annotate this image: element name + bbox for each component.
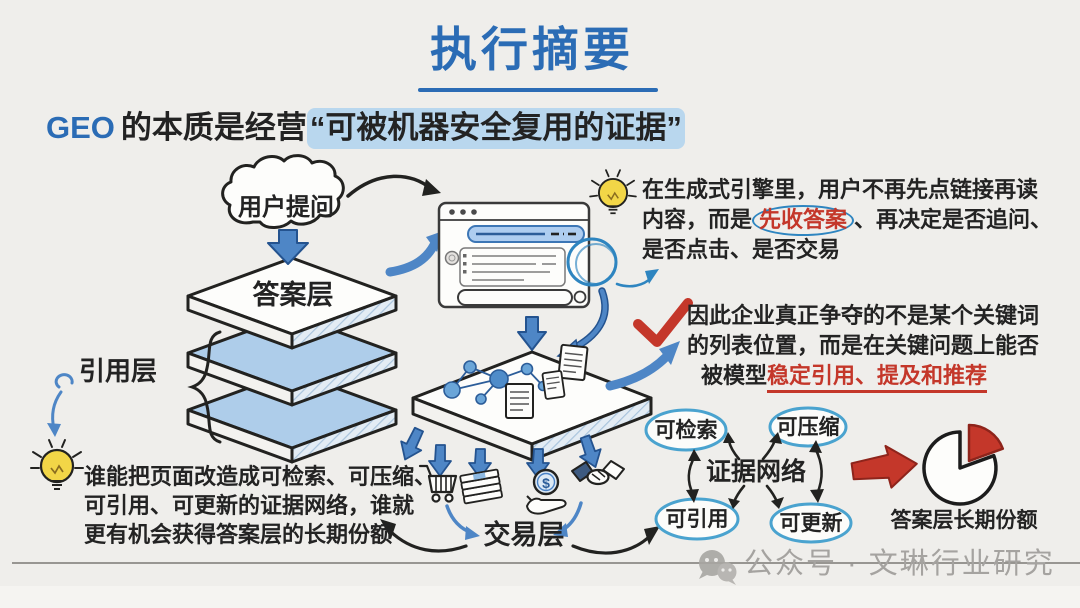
input-pill [457, 289, 573, 306]
rebuild-insight: 谁能把页面改造成可检索、可压缩、 可引用、可更新的证据网络，谁就 更有机会获得答… [84, 462, 436, 549]
converge-arrow-left [445, 504, 480, 540]
rebuild-insight-line-2: 可引用、可更新的证据网络，谁就 [84, 493, 415, 518]
first-answer-emphasis: 先收答案 [752, 205, 855, 236]
banknotes-icon [459, 468, 503, 505]
user-question-cloud [221, 154, 345, 229]
evidence-platform [411, 350, 653, 462]
red-arrow [850, 444, 918, 489]
emphasis-circle [566, 237, 618, 287]
engine-insight-line-1: 在生成式引擎里，用户不再先点链接再读 [642, 177, 1039, 202]
answer-to-browser-arrow [385, 231, 443, 277]
bubble-compressible [768, 406, 848, 448]
evidence-bubbles [644, 406, 853, 544]
transaction-to-citable-arrow [571, 526, 660, 555]
network-arrows [686, 432, 824, 509]
pie-label: 答案层长期份额 [890, 509, 1038, 532]
rebuild-insight-line-3: 更有机会获得答案层的长期份额 [84, 522, 393, 547]
cloud-label: 用户提问 [238, 194, 334, 221]
bubble-updatable-label: 可更新 [779, 512, 843, 535]
red-slice [967, 423, 1005, 463]
compete-insight-line-3: 被模型稳定引用、提及和推荐 [701, 361, 1039, 393]
stable-citation-emphasis: 稳定引用、提及和推荐 [767, 363, 988, 393]
engine-insight: 在生成式引擎里，用户不再先点链接再读 内容，而是先收答案、再决定是否追问、 是否… [642, 175, 1052, 265]
cloud-to-browser-arrow [346, 174, 441, 198]
checkmark-icon [633, 298, 693, 347]
bubble-citable [654, 497, 740, 541]
page-title: 执行摘要 [430, 23, 634, 76]
bubble-citable-label: 可引用 [665, 508, 729, 531]
bubble-compressible-label: 可压缩 [776, 416, 840, 439]
lightbulb-icon-left [30, 439, 84, 490]
title-underline [418, 88, 658, 92]
subtitle-geo: GEO [46, 110, 115, 145]
shopping-cart-icon [418, 464, 458, 503]
evidence-network-label: 证据网络 [706, 458, 807, 486]
bubble-updatable [769, 502, 853, 544]
avatar [444, 250, 460, 266]
answer-layer-slab [186, 256, 398, 350]
compete-insight: 因此企业真正争夺的不是某个关键词 的列表位置，而是在关键问题上能否 被模型稳定引… [687, 301, 1040, 393]
compete-pointer-arrow [605, 341, 680, 391]
browser-window [437, 201, 591, 309]
handshake-icon [571, 460, 625, 486]
circle-out-arrow [615, 269, 659, 288]
transaction-layer-label: 交易层 [483, 520, 565, 550]
citation-layer-label: 引用层 [79, 356, 158, 386]
engine-insight-line-2: 内容，而是先收答案、再决定是否追问、 [642, 205, 1052, 236]
transaction-to-left-arrow [380, 519, 468, 553]
pie-chart [922, 423, 1005, 506]
dollar-sign: $ [542, 475, 550, 491]
answer-layer-label: 答案层 [252, 280, 334, 310]
cloud-down-arrow [267, 229, 309, 265]
subtitle-rest: 的本质是经营 [120, 110, 307, 145]
coin-hand-icon: $ [526, 468, 567, 515]
lightbulb-icon-right [589, 169, 637, 215]
bubble-searchable [644, 408, 728, 452]
document-icon [505, 383, 534, 419]
curl-arrow [47, 373, 74, 437]
browser-to-graph-arrow [517, 316, 547, 351]
citation-brace [187, 330, 222, 444]
rebuild-insight-line-1: 谁能把页面改造成可检索、可压缩、 [84, 464, 437, 489]
engine-insight-line-3: 是否点击、是否交易 [642, 237, 841, 262]
document-icon [557, 343, 589, 382]
wechat-icon [699, 550, 737, 585]
document-icon [541, 370, 566, 400]
bottom-band [0, 586, 1080, 608]
fan-arrows [400, 426, 602, 479]
converge-arrow-right [553, 501, 583, 537]
watermark-text: 公众号 · 文琳行业研究 [744, 548, 1055, 580]
answer-card [459, 247, 566, 287]
subtitle-quote: “可被机器安全复用的证据” [306, 108, 685, 149]
compete-insight-line-2: 的列表位置，而是在关键问题上能否 [687, 333, 1040, 358]
bubble-searchable-label: 可检索 [654, 419, 718, 442]
compete-insight-line-1: 因此企业真正争夺的不是某个关键词 [687, 303, 1040, 328]
